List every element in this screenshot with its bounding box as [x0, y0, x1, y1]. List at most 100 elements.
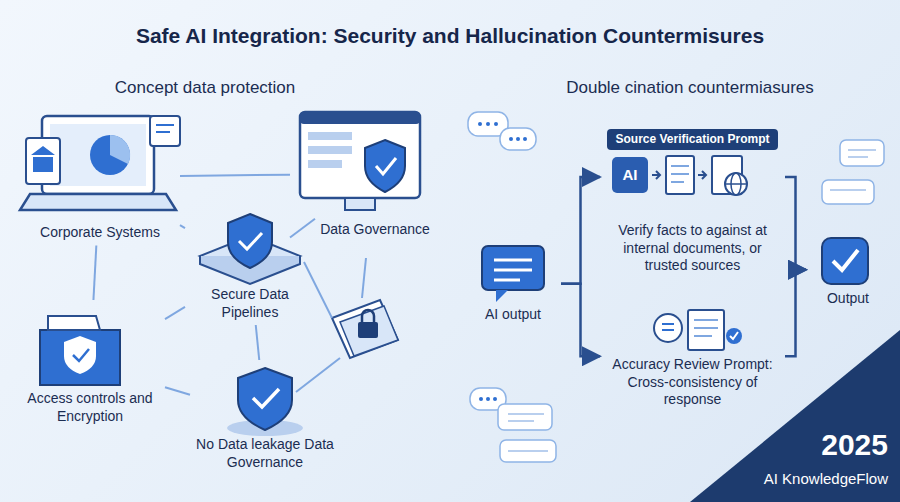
node-label: Verify facts to against at internal docu…	[604, 222, 781, 275]
prompt-heading: Source Verification Prompt	[607, 129, 777, 150]
art-shape	[671, 181, 684, 183]
system-node: Corporate Systems	[20, 108, 180, 246]
art-shape	[64, 336, 96, 374]
network-link	[290, 219, 315, 238]
art-shape	[494, 259, 532, 262]
review-icon	[654, 310, 742, 350]
art-shape	[478, 122, 482, 126]
ai-badge: AI	[612, 157, 648, 193]
access-node: Access controls and Encryption	[15, 300, 165, 429]
node-label: Secure Data Pipelines	[189, 286, 311, 321]
section-heading: Double cination countermiasures	[540, 78, 840, 98]
art-shape	[822, 180, 874, 204]
art-shape	[500, 128, 536, 150]
art-shape	[494, 279, 520, 282]
node-label: Corporate Systems	[40, 224, 160, 242]
network-link	[93, 246, 96, 301]
art-shape	[725, 183, 747, 185]
network-link	[256, 325, 260, 360]
art-shape	[498, 404, 552, 430]
art-shape	[48, 316, 100, 330]
art-shape	[688, 310, 724, 350]
art-shape	[666, 156, 694, 194]
art-shape	[40, 330, 120, 385]
shield-icon	[227, 368, 303, 436]
art-shape	[612, 157, 648, 193]
art-shape	[239, 233, 262, 249]
art-shape	[479, 397, 483, 401]
art-shape	[362, 310, 374, 322]
art-shape	[508, 420, 534, 422]
folder-icon	[40, 316, 120, 385]
art-shape	[90, 135, 130, 175]
art-shape	[494, 122, 498, 126]
art-shape	[300, 112, 420, 198]
art-shape	[694, 319, 718, 321]
art-shape	[496, 290, 508, 302]
art-shape	[308, 160, 342, 168]
art-shape	[228, 214, 272, 268]
art-shape	[340, 306, 398, 356]
art-shape	[156, 131, 170, 133]
art-shape	[482, 246, 544, 290]
art-shape	[654, 314, 682, 342]
art-shape	[376, 158, 396, 174]
monitor-icon	[300, 112, 420, 210]
year: 2025	[780, 428, 888, 462]
art-shape	[652, 171, 660, 179]
art-shape	[508, 413, 544, 415]
art-shape	[494, 269, 532, 272]
section-heading: Concept data protection	[60, 78, 350, 98]
art-shape	[698, 171, 706, 179]
prompt-node: Source Verification PromptVerify facts t…	[600, 125, 785, 279]
art-shape	[308, 146, 352, 154]
art-shape	[671, 173, 689, 175]
art-shape	[830, 189, 866, 191]
art-shape	[694, 327, 718, 329]
art-shape	[509, 137, 513, 141]
network-lines	[296, 258, 366, 392]
art-shape	[671, 165, 689, 167]
output-node: Output	[806, 228, 890, 312]
art-shape	[662, 329, 674, 331]
flow-arrow	[561, 284, 600, 357]
art-shape	[110, 135, 130, 164]
art-shape	[516, 137, 520, 141]
art-shape	[50, 124, 146, 186]
art-shape	[20, 194, 176, 210]
node-label: Accuracy Review Prompt: Cross-consistenc…	[604, 356, 781, 409]
node-label: AI output	[485, 306, 541, 324]
flow-arrow	[561, 177, 600, 284]
art-shape	[493, 397, 497, 401]
art-shape	[730, 332, 738, 339]
art-shape	[358, 322, 378, 338]
art-shape	[726, 328, 742, 344]
network-link	[180, 225, 185, 228]
network-link	[165, 387, 190, 395]
art-shape	[848, 149, 876, 151]
art-shape	[500, 440, 556, 462]
art-shape	[362, 258, 366, 298]
flow-arrow	[785, 177, 806, 270]
protection-node: No Data leakage Data Governance	[190, 360, 340, 475]
art-shape	[150, 116, 180, 146]
art-shape	[365, 140, 405, 192]
art-shape	[848, 156, 868, 158]
art-shape	[296, 358, 340, 392]
art-shape	[73, 349, 89, 361]
governance-node: Data Governance	[290, 105, 460, 243]
art-shape	[694, 335, 712, 337]
art-shape	[523, 137, 527, 141]
hub-node: Secure Data Pipelines	[185, 210, 315, 325]
art-shape	[822, 238, 868, 284]
network-link	[165, 307, 185, 319]
node-label: Output	[827, 290, 869, 308]
node-label: Access controls and Encryption	[19, 390, 161, 425]
node-label: Data Governance	[320, 221, 430, 239]
art-shape	[304, 262, 332, 318]
art-shape	[833, 250, 858, 270]
